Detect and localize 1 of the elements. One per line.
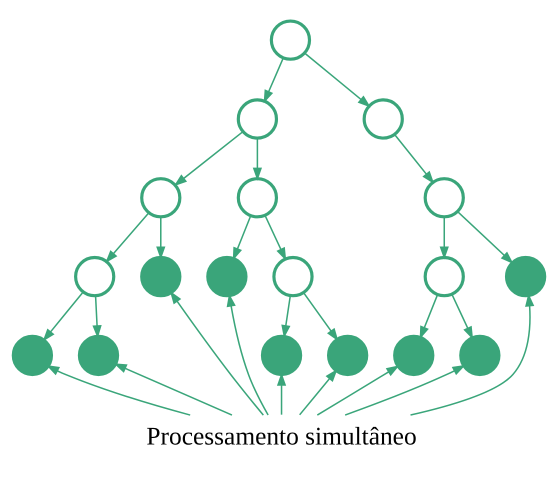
node-text: Processamento simultâneo: [146, 422, 417, 450]
